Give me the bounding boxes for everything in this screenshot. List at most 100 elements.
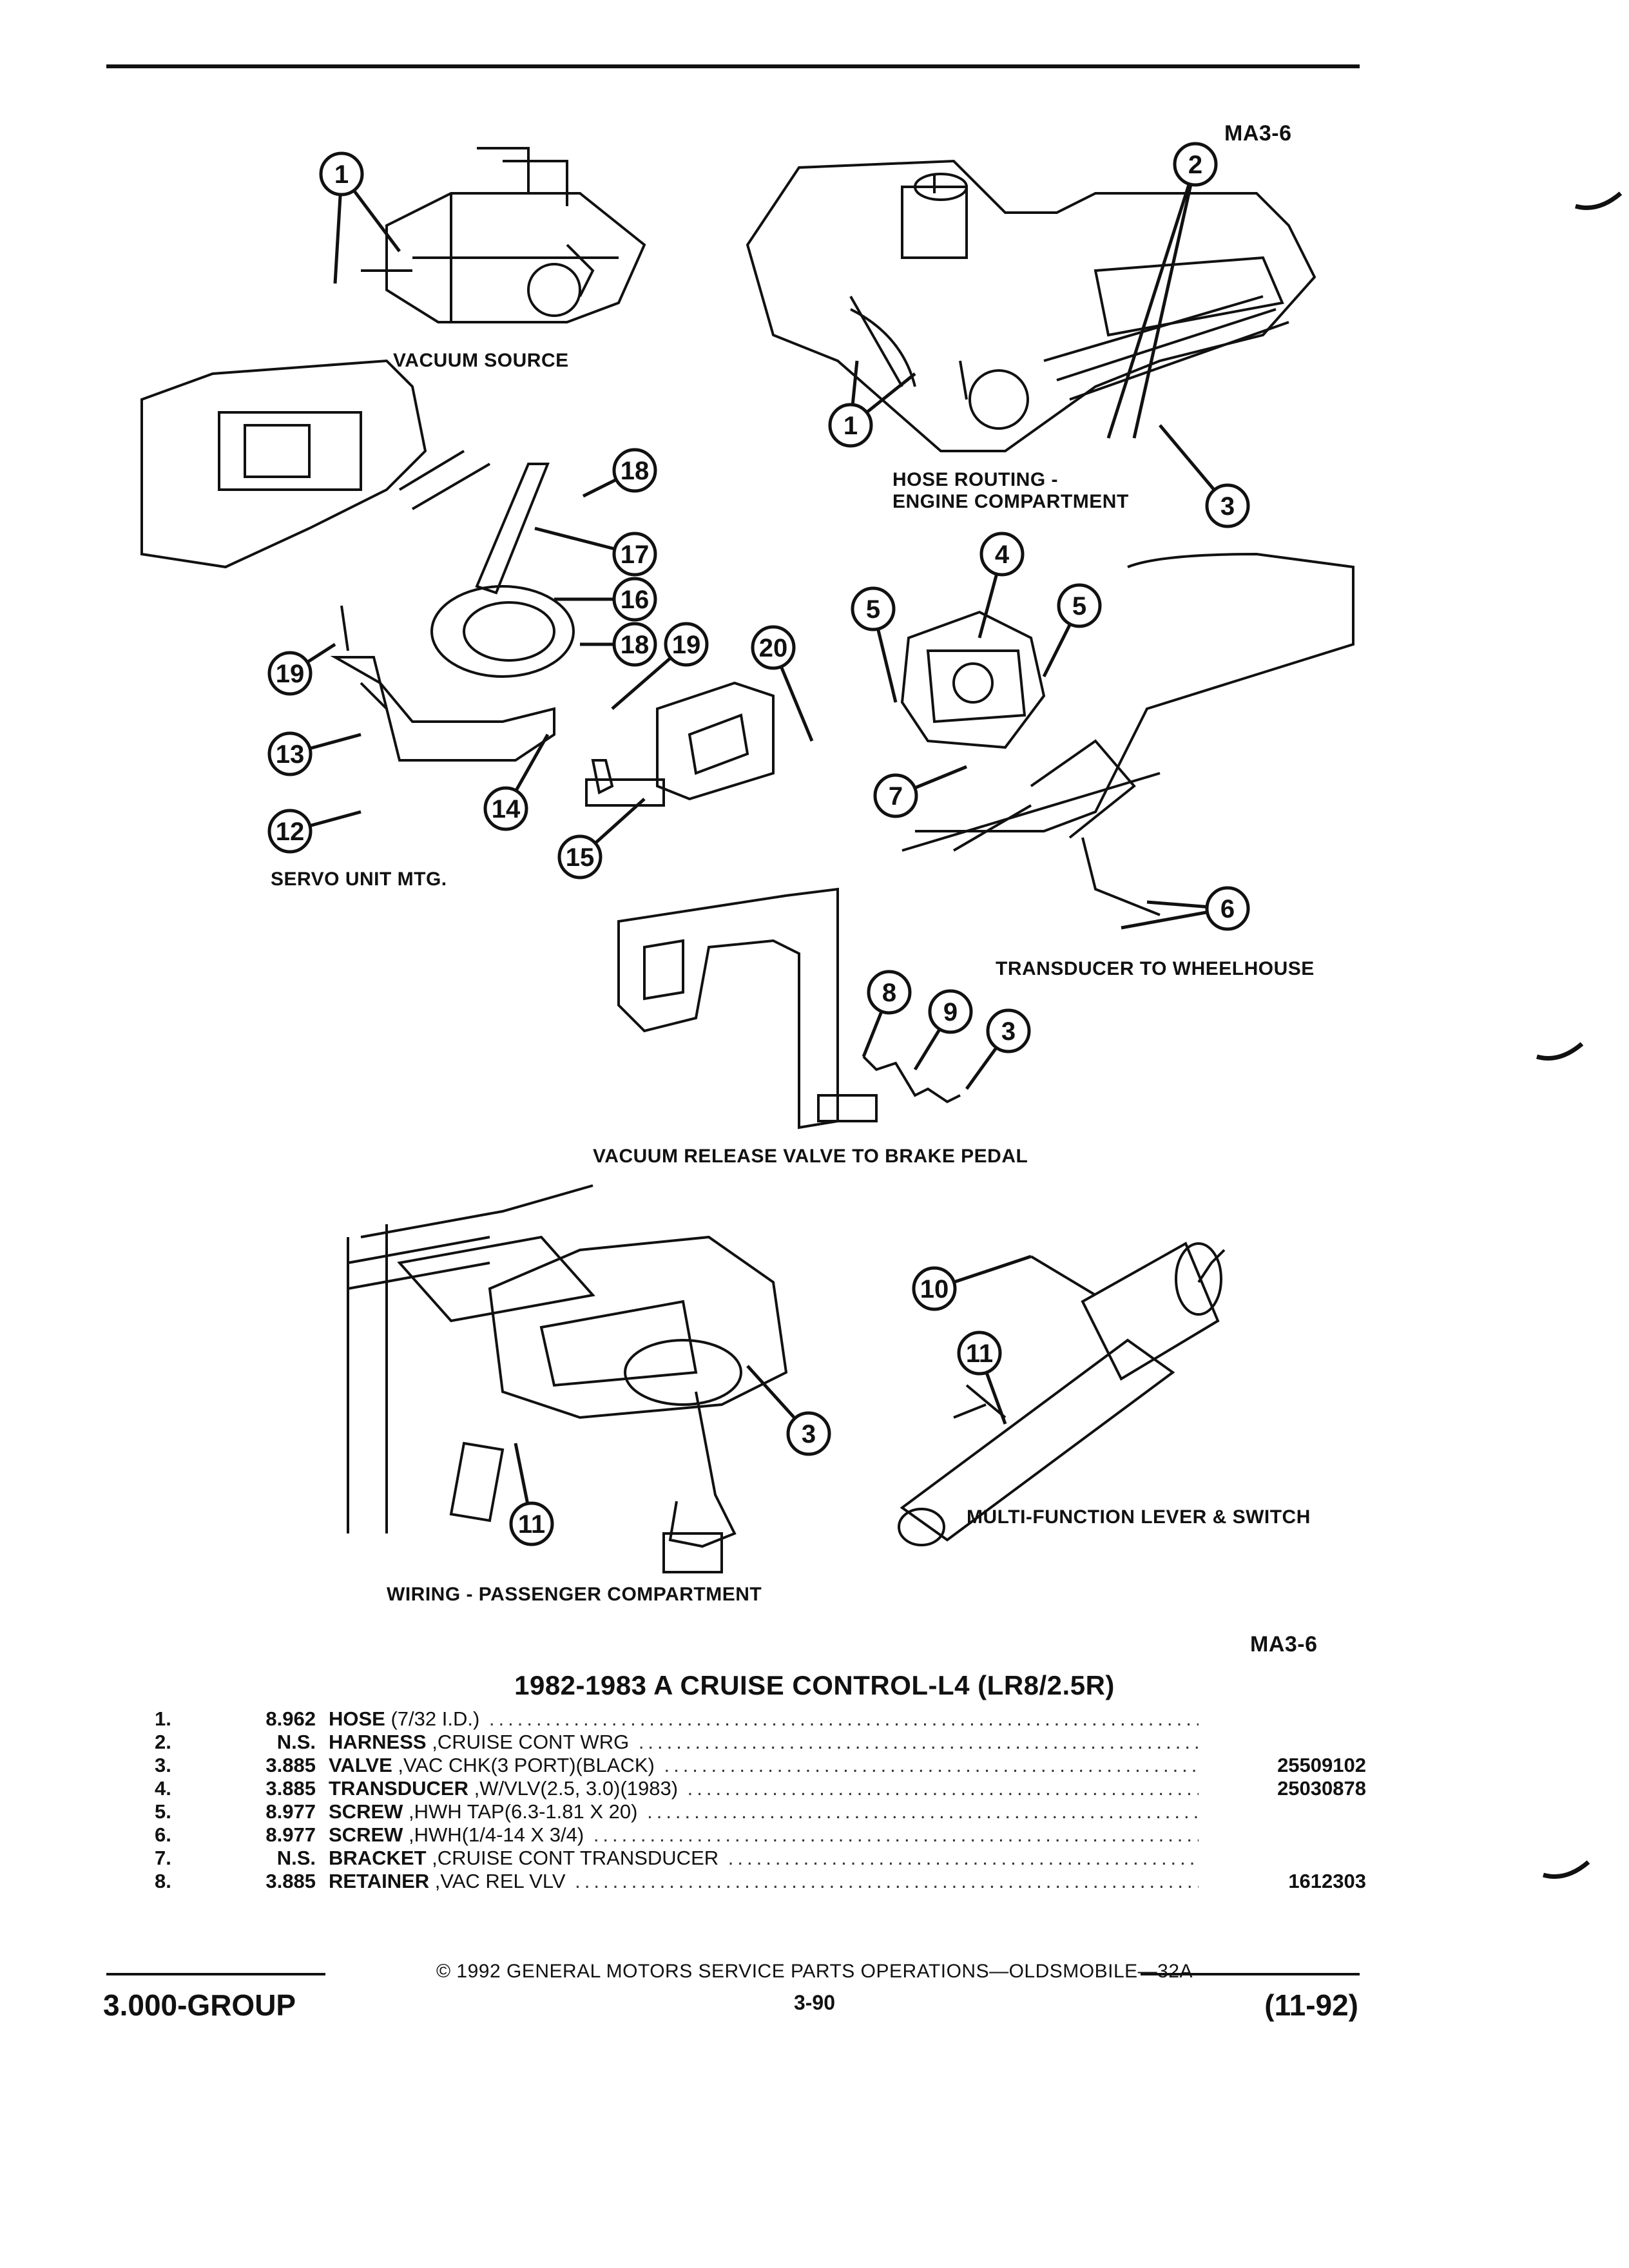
item-number: 2. <box>155 1731 171 1753</box>
svg-text:5: 5 <box>866 595 880 624</box>
parts-row: 8. 3.885 RETAINER ,VAC REL VLV .........… <box>155 1870 1366 1893</box>
svg-text:3: 3 <box>1220 492 1235 521</box>
callout-1a: 1 <box>319 151 401 284</box>
multi-function-lever-sketch <box>898 1242 1226 1546</box>
copyright-line: © 1992 GENERAL MOTORS SERVICE PARTS OPER… <box>436 1961 1193 1982</box>
callout-2: 2 <box>1106 142 1218 439</box>
callout-5b: 5 <box>1042 583 1102 678</box>
footer-rule-left <box>106 1973 325 1975</box>
caption-hose-routing-2: ENGINE COMPARTMENT <box>892 491 1129 512</box>
callout-20: 20 <box>751 625 814 742</box>
diagram-code-bottom: MA3-6 <box>1250 1632 1318 1657</box>
exploded-parts-illustration: 1 2 1 3 18 17 16 18 19 20 19 13 14 12 15… <box>140 142 1354 1573</box>
footer-rule-right <box>1141 1973 1360 1975</box>
caption-transducer: TRANSDUCER TO WHEELHOUSE <box>996 958 1315 979</box>
callout-8: 8 <box>862 970 912 1057</box>
item-number: 3. <box>155 1754 171 1776</box>
group-number: 8.977 <box>265 1800 316 1823</box>
part-description: SCREW ,HWH TAP(6.3-1.81 X 20) ..........… <box>329 1800 1199 1823</box>
item-number: 7. <box>155 1847 171 1869</box>
svg-text:8: 8 <box>882 979 896 1007</box>
part-description: TRANSDUCER ,W/VLV(2.5, 3.0)(1983) ......… <box>329 1777 1199 1800</box>
svg-text:2: 2 <box>1188 151 1202 179</box>
svg-text:18: 18 <box>621 631 650 659</box>
parts-row: 2. N.S. HARNESS ,CRUISE CONT WRG .......… <box>155 1731 1366 1754</box>
revision-date: (11-92) <box>1264 1988 1358 2022</box>
group-number: 8.962 <box>265 1707 316 1730</box>
callout-9: 9 <box>913 989 973 1071</box>
svg-text:3: 3 <box>1001 1017 1016 1046</box>
part-description: HARNESS ,CRUISE CONT WRG ...............… <box>329 1731 1199 1753</box>
callout-3a: 3 <box>1159 424 1250 528</box>
callout-4: 4 <box>978 532 1025 639</box>
svg-text:19: 19 <box>672 631 701 659</box>
group-number: 3.885 <box>265 1754 316 1776</box>
part-description: HOSE (7/32 I.D.) .......................… <box>329 1707 1199 1730</box>
callout-11a: 11 <box>957 1331 1007 1425</box>
passenger-compartment-sketch <box>347 1184 788 1573</box>
callout-7: 7 <box>873 765 967 818</box>
callout-18a: 18 <box>582 448 657 498</box>
callout-17: 17 <box>534 526 657 577</box>
callout-16: 16 <box>554 577 657 622</box>
callout-10: 10 <box>912 1254 1032 1311</box>
parts-row: 5. 8.977 SCREW ,HWH TAP(6.3-1.81 X 20) .… <box>155 1800 1366 1823</box>
group-number: 3.885 <box>265 1777 316 1800</box>
callout-18b: 18 <box>580 622 657 667</box>
svg-text:17: 17 <box>621 541 650 569</box>
callout-15: 15 <box>557 798 646 879</box>
svg-text:5: 5 <box>1072 592 1086 620</box>
part-number: 25509102 <box>1277 1754 1366 1776</box>
item-number: 6. <box>155 1823 171 1846</box>
group-number: N.S. <box>276 1731 316 1753</box>
item-number: 5. <box>155 1800 171 1823</box>
group-label: 3.000-GROUP <box>103 1988 296 2022</box>
svg-text:20: 20 <box>759 634 788 662</box>
binding-mark-top <box>1575 191 1623 210</box>
top-rule <box>106 64 1360 68</box>
group-number: N.S. <box>276 1847 316 1869</box>
svg-text:7: 7 <box>889 782 903 811</box>
binding-mark-middle <box>1536 1042 1584 1061</box>
parts-row: 1. 8.962 HOSE (7/32 I.D.) ..............… <box>155 1707 1366 1731</box>
caption-wiring: WIRING - PASSENGER COMPARTMENT <box>387 1584 762 1605</box>
parts-row: 4. 3.885 TRANSDUCER ,W/VLV(2.5, 3.0)(198… <box>155 1777 1366 1800</box>
callout-3b: 3 <box>965 1008 1031 1090</box>
caption-hose-routing-1: HOSE ROUTING - <box>892 469 1059 490</box>
part-description: SCREW ,HWH(1/4-14 X 3/4) ...............… <box>329 1823 1199 1846</box>
binding-mark-bottom <box>1543 1860 1590 1879</box>
callout-3c: 3 <box>746 1365 831 1456</box>
svg-text:6: 6 <box>1220 895 1235 923</box>
svg-text:1: 1 <box>334 160 349 189</box>
svg-text:13: 13 <box>276 740 305 769</box>
vacuum-source-sketch <box>361 147 646 323</box>
parts-title: 1982-1983 A CRUISE CONTROL-L4 (LR8/2.5R) <box>514 1670 1115 1700</box>
page-number: 3-90 <box>793 1991 836 2014</box>
servo-unit-sketch <box>140 359 775 807</box>
diagram-code-top: MA3-6 <box>1224 121 1292 146</box>
item-number: 1. <box>155 1707 171 1730</box>
caption-vacuum-release: VACUUM RELEASE VALVE TO BRAKE PEDAL <box>593 1146 1028 1167</box>
caption-multi-function: MULTI-FUNCTION LEVER & SWITCH <box>967 1506 1311 1528</box>
group-number: 8.977 <box>265 1823 316 1846</box>
caption-vacuum-source: VACUUM SOURCE <box>393 350 569 371</box>
callout-11b: 11 <box>509 1443 554 1546</box>
callout-19b: 19 <box>267 642 336 696</box>
parts-row: 6. 8.977 SCREW ,HWH(1/4-14 X 3/4) ......… <box>155 1823 1366 1847</box>
callout-6: 6 <box>1121 886 1250 931</box>
svg-text:1: 1 <box>843 412 858 440</box>
svg-text:11: 11 <box>966 1340 993 1368</box>
svg-text:19: 19 <box>276 660 305 688</box>
svg-text:11: 11 <box>518 1510 545 1539</box>
part-number: 1612303 <box>1288 1870 1366 1892</box>
callout-19a: 19 <box>611 622 709 710</box>
svg-text:3: 3 <box>802 1420 816 1448</box>
item-number: 8. <box>155 1870 171 1892</box>
svg-text:16: 16 <box>621 586 650 614</box>
part-description: RETAINER ,VAC REL VLV ..................… <box>329 1870 1199 1892</box>
part-number: 25030878 <box>1277 1777 1366 1800</box>
svg-text:14: 14 <box>492 795 521 823</box>
svg-text:9: 9 <box>943 998 958 1026</box>
callout-5a: 5 <box>851 586 898 703</box>
parts-list: 1. 8.962 HOSE (7/32 I.D.) ..............… <box>155 1707 1366 1893</box>
